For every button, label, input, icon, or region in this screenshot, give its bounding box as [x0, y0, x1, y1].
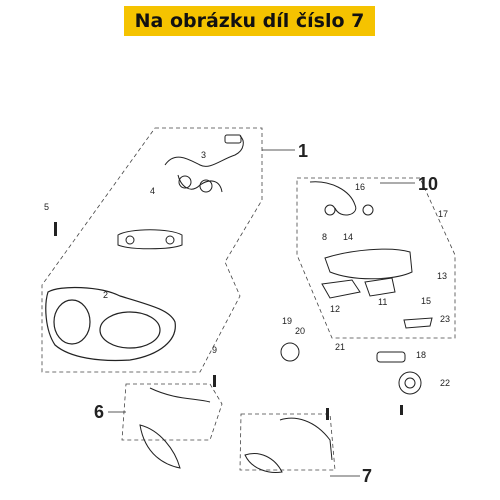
callout-3: 3: [201, 150, 206, 160]
callout-13: 13: [437, 271, 447, 281]
turn-signal-right: [244, 417, 333, 473]
callout-16: 16: [355, 182, 365, 192]
callout-19: 19: [282, 316, 292, 326]
rear-light-wiring: [309, 181, 374, 216]
callout-14: 14: [343, 232, 353, 242]
wiring-harness: [164, 134, 244, 193]
group-outline-headlight: [41, 127, 263, 373]
callout-5: 5: [44, 202, 49, 212]
callout-10: 10: [418, 174, 438, 194]
rear-light-housing: [321, 248, 433, 329]
callout-21: 21: [335, 342, 345, 352]
callout-11: 11: [378, 297, 387, 307]
screws: [54, 222, 403, 420]
banner-text: Na obrázku díl číslo 7: [134, 10, 365, 32]
callout-4: 4: [150, 186, 155, 196]
callout-15: 15: [421, 296, 431, 306]
callout-20: 20: [295, 326, 305, 336]
highlight-banner: Na obrázku díl číslo 7: [124, 6, 375, 36]
callout-7: 7: [362, 466, 372, 486]
callout-23: 23: [440, 314, 450, 324]
group-outline-turn-right: [239, 413, 336, 471]
group-outline-rear-light: [296, 177, 456, 339]
reflector: [280, 342, 300, 362]
headlight-lens: [45, 286, 176, 362]
callout-17: 17: [438, 209, 448, 219]
callout-2: 2: [103, 290, 108, 300]
horn: [376, 351, 422, 395]
callout-9: 9: [212, 345, 217, 355]
leader-lines: [108, 149, 415, 477]
callout-12: 12: [330, 304, 340, 314]
callout-6: 6: [94, 402, 104, 422]
callout-1: 1: [298, 141, 308, 161]
callout-8: 8: [322, 232, 327, 242]
headlight-bracket: [117, 229, 183, 250]
callout-18: 18: [416, 350, 426, 360]
callout-22: 22: [440, 378, 450, 388]
group-outline-turn-left: [121, 383, 223, 441]
turn-signal-left: [139, 387, 211, 469]
